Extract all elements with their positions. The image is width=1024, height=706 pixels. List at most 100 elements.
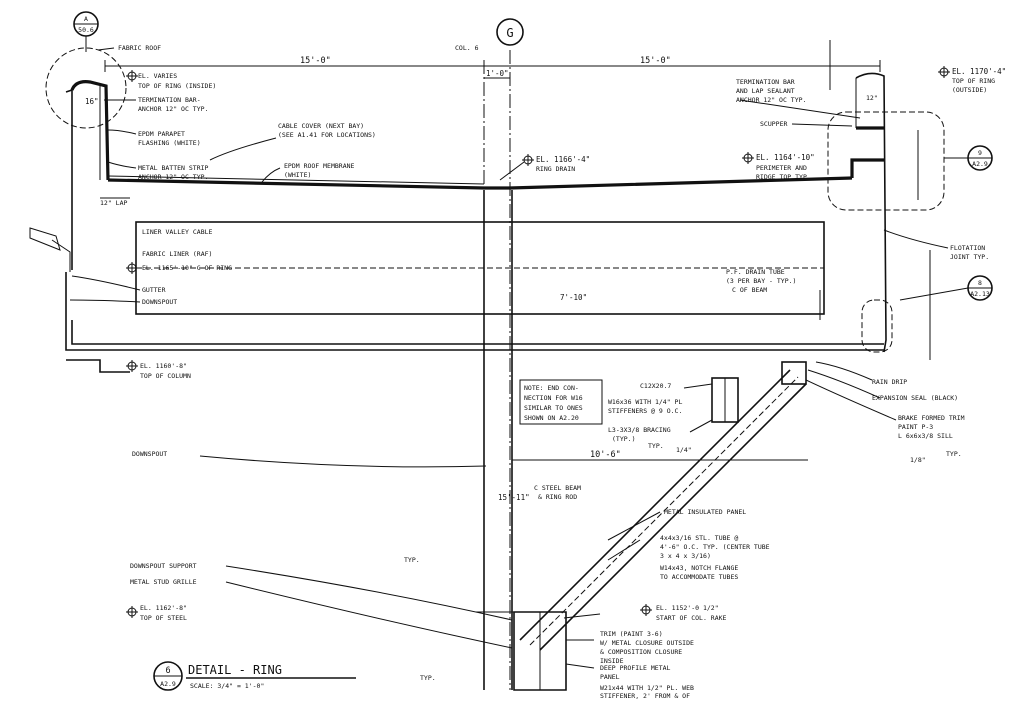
col-label: COL. 6 <box>455 44 479 52</box>
title-block: 6 A2.9 DETAIL - RING SCALE: 3/4" = 1'-0" <box>153 661 356 691</box>
label-downspout-small: DOWNSPOUT <box>142 298 177 306</box>
label-el-ring-drain: EL. 1166'-4" <box>536 155 590 164</box>
dim-parapet: 16" <box>85 97 99 106</box>
sec8-sheet: A2.13 <box>970 290 990 298</box>
roof-membrane: 12" LAP <box>100 175 853 207</box>
top-dimensions: 15'-0" 15'-0" 1'-0" <box>104 56 881 79</box>
label-steel-beam-2: & RING ROD <box>538 493 577 501</box>
dim-bottom: 10'-6" <box>590 450 621 460</box>
label-top-of-column: TOP OF COLUMN <box>140 372 191 380</box>
label-liner-valley: LINER VALLEY CABLE <box>142 228 213 236</box>
label-drain-tube-3: C OF BEAM <box>732 286 767 294</box>
label-tube-3: 3 x 4 x 3/16) <box>660 552 711 560</box>
title-scale: SCALE: 3/4" = 1'-0" <box>190 682 264 690</box>
label-epdm-parapet: EPDM PARAPET <box>138 130 185 138</box>
leader-lines <box>69 47 949 669</box>
label-trim-3: & COMPOSITION CLOSURE <box>600 648 682 656</box>
label-l-brace: L3-3X3/8 BRACING <box>608 426 671 434</box>
label-term-bar: TERMINATION BAR- <box>138 96 201 104</box>
label-cable-cover-2: (SEE A1.41 FOR LOCATIONS) <box>278 131 376 139</box>
label-tube-2: 4'-6" O.C. TYP. (CENTER TUBE <box>660 543 770 551</box>
label-metal-stud: METAL STUD GRILLE <box>130 578 197 586</box>
label-el-col: EL. 1160'-8" <box>140 362 187 370</box>
label-typ-2: TYP. <box>946 450 962 458</box>
label-l-brace-2: (TYP.) <box>612 435 635 443</box>
label-typ-3: TYP. <box>404 556 420 564</box>
dim-right-span: 15'-0" <box>640 56 671 66</box>
label-metal-batten-2: ANCHOR 12" OC TYP. <box>138 173 208 181</box>
dim-col-offset: 1'-0" <box>486 69 509 78</box>
dim-lap: 12" LAP <box>100 199 127 207</box>
label-perimeter: PERIMETER AND <box>756 164 807 172</box>
label-termination-bar-r: TERMINATION BAR <box>736 78 795 86</box>
label-drain-tube: P.F. DRAIN TUBE <box>726 268 785 276</box>
title-sheet: A2.9 <box>160 680 176 688</box>
label-deep-panel-2: PANEL <box>600 673 620 681</box>
label-termination-bar-r2: AND LAP SEALANT <box>736 87 795 95</box>
note-line-3: SIMILAR TO ONES <box>524 404 583 412</box>
label-termination-bar-r3: ANCHOR 12" OC TYP. <box>736 96 806 104</box>
bottom-dimension: 10'-6" 15'-11" 7'-10" <box>498 293 808 502</box>
label-trim-1: TRIM (PAINT 3-6) <box>600 630 663 638</box>
label-perimeter-2: RIDGE TOP TYP. <box>756 173 811 181</box>
right-parapet: 12" <box>827 40 945 360</box>
label-flotation-joint: FLOTATION <box>950 244 985 252</box>
column <box>470 190 526 690</box>
section-marker-8: 8 A2.13 <box>899 275 993 301</box>
label-brake-trim-3: L 6x6x3/8 SILL <box>898 432 953 440</box>
note-line-1: NOTE: END CON- <box>524 384 579 392</box>
label-w21-2: STIFFENER, 2' FROM & OF <box>600 692 690 700</box>
label-top-of-steel: TOP OF STEEL <box>140 614 187 622</box>
label-el-varies: EL. VARIES <box>138 72 177 80</box>
elevation-markers <box>126 66 950 618</box>
label-w21-1: W21x44 WITH 1/2" PL. WEB <box>600 684 694 692</box>
label-flotation-joint-2: JOINT TYP. <box>950 253 989 261</box>
dim-interior: 7'-10" <box>560 293 587 302</box>
label-fabric-liner: FABRIC LINER (RAF) <box>142 250 212 258</box>
label-metal-batten: METAL BATTEN STRIP <box>138 164 209 172</box>
label-w-beam: W16x36 WITH 1/4" PL <box>608 398 682 406</box>
grid-line-g <box>483 50 511 690</box>
label-top-of-ring-out-2: (OUTSIDE) <box>952 86 987 94</box>
grid-bubble-g: G <box>496 18 524 46</box>
label-downspout-big: DOWNSPOUT <box>132 450 167 458</box>
label-el-top-right: EL. 1170'-4" <box>952 67 1006 76</box>
label-tube-4: W14x43, NOTCH FLANGE <box>660 564 738 572</box>
label-ring-drain: RING DRAIN <box>536 165 575 173</box>
label-tube-1: 4x4x3/16 STL. TUBE @ <box>660 534 738 542</box>
sec9-num: 9 <box>978 149 982 157</box>
label-el-steel: EL. 1162'-8" <box>140 604 187 612</box>
label-w-beam-2: STIFFENERS @ 9 O.C. <box>608 407 682 415</box>
label-tube-5: TO ACCOMMODATE TUBES <box>660 573 738 581</box>
label-expansion-seal: EXPANSION SEAL (BLACK) <box>872 394 958 402</box>
sec8-num: 8 <box>978 279 982 287</box>
title-number: 6 <box>165 666 170 676</box>
label-drain-tube-2: (3 PER BAY - TYP.) <box>726 277 796 285</box>
label-el-perimeter: EL. 1164'-10" <box>756 153 815 162</box>
sec9-sheet: A2.9 <box>972 160 988 168</box>
label-epdm-parapet-2: FLASHING (WHITE) <box>138 139 201 147</box>
title-text: DETAIL - RING <box>188 663 282 677</box>
label-c-beam: C12X20.7 <box>640 382 671 390</box>
label-epdm-membrane-2: (WHITE) <box>284 171 311 179</box>
note-box: NOTE: END CON- NECTION FOR W16 SIMILAR T… <box>519 379 603 425</box>
section-marker-9: 9 A2.9 <box>944 145 993 171</box>
detail-ref-top-num: A <box>84 15 88 23</box>
label-typ-1: TYP. <box>648 442 664 450</box>
label-el-liner: EL. 1165'-10" C OF RING <box>142 264 232 272</box>
dim-scupper-height: 12" <box>866 94 878 102</box>
label-fabric-roof: FABRIC ROOF <box>118 44 161 52</box>
left-parapet: 16" <box>65 80 110 270</box>
detail-ref-top: A 50.6 <box>45 11 127 129</box>
label-rain-drip: RAIN DRIP <box>872 378 907 386</box>
label-brake-trim-2: PAINT P-3 <box>898 423 933 431</box>
lower-ring <box>29 227 884 373</box>
label-gutter: GUTTER <box>142 286 166 294</box>
label-el-start: EL. 1152'-0 1/2" <box>656 604 719 612</box>
label-typ-4: TYP. <box>420 674 436 682</box>
label-top-of-ring-out: TOP OF RING <box>952 77 995 85</box>
label-epdm-membrane: EPDM ROOF MEMBRANE <box>284 162 355 170</box>
label-steel-beam: C STEEL BEAM <box>534 484 581 492</box>
dim-vertical: 15'-11" <box>498 493 530 502</box>
